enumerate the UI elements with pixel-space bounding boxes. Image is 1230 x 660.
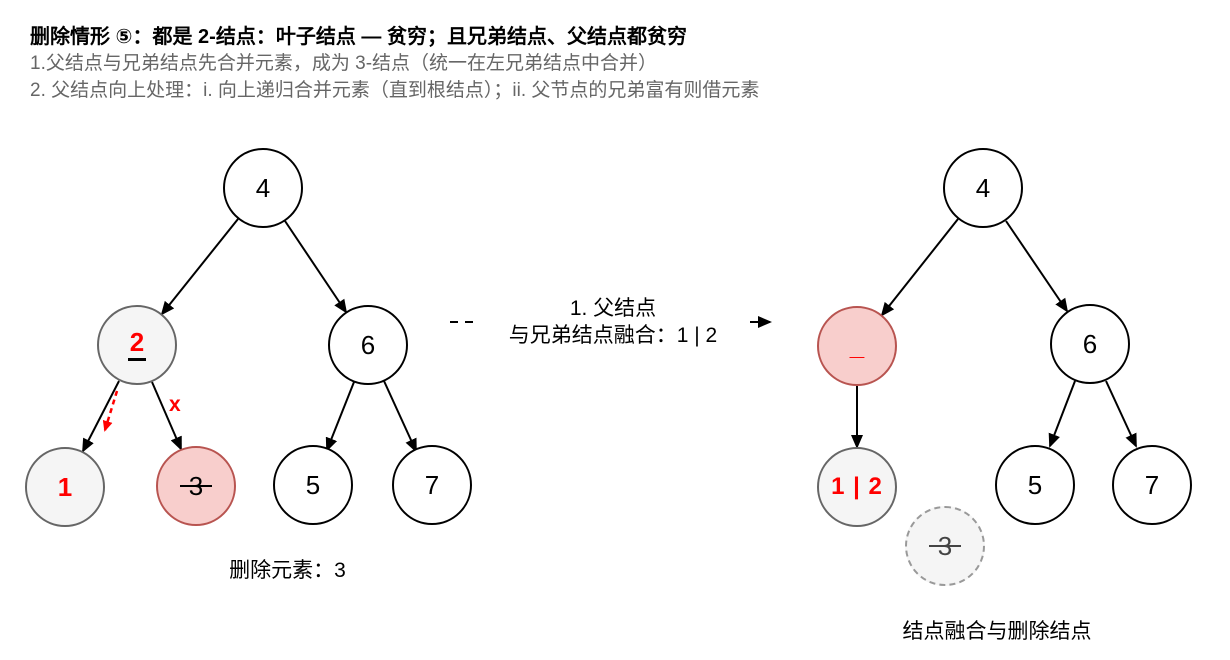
node-left-leaf-7: 7: [392, 445, 472, 525]
delete-x-mark: x: [169, 393, 181, 416]
node-right-merged-1-2: 1 | 2: [817, 447, 897, 527]
node-right-leaf-7: 7: [1112, 445, 1192, 525]
edge-left-6-7: [383, 380, 417, 453]
edge-left-6-5: [325, 381, 355, 452]
edge-right-6-5: [1048, 380, 1076, 448]
node-right-merged-1-2-label: 1 | 2: [831, 473, 883, 500]
node-left-deleted-3-label: 3: [179, 470, 214, 501]
node-right-root-4-label: 4: [975, 172, 991, 203]
node-left-leaf-5: 5: [273, 445, 353, 525]
step-1-text: 1.父结点与兄弟结点先合并元素，成为 3-结点（统一在左兄弟结点中合并）: [30, 53, 658, 74]
red-dashed-arrow: [102, 390, 119, 432]
node-right-leaf-5: 5: [995, 445, 1075, 525]
node-right-uncle-6: 6: [1050, 304, 1130, 384]
node-right-empty-parent-label: _: [849, 330, 865, 361]
transition-label-line2: 与兄弟结点融合：1 | 2: [508, 324, 718, 347]
node-left-leaf-7-label: 7: [424, 469, 440, 500]
transition-label-line1: 1. 父结点: [569, 297, 657, 320]
page-title: 删除情形 ⑤：都是 2-结点：叶子结点 — 贫穷；且兄弟结点、父结点都贫穷: [30, 26, 687, 48]
node-right-root-4: 4: [943, 148, 1023, 228]
edge-right-4-6: [1005, 220, 1069, 313]
node-right-empty-parent: _: [817, 306, 897, 386]
step-2-text: 2. 父结点向上处理：i. 向上递归合并元素（直到根结点）；ii. 父节点的兄弟…: [30, 80, 760, 101]
right-tree-caption: 结点融合与删除结点: [902, 620, 1092, 643]
node-left-root-4-label: 4: [255, 172, 271, 203]
node-right-removed-3: 3: [905, 506, 985, 586]
node-left-root-4: 4: [223, 148, 303, 228]
node-left-parent-2-label: 2: [127, 329, 147, 361]
node-right-uncle-6-label: 6: [1082, 328, 1098, 359]
node-left-uncle-6: 6: [328, 305, 408, 385]
edge-left-4-2: [160, 218, 239, 316]
node-right-leaf-5-label: 5: [1027, 469, 1043, 500]
node-right-removed-3-label: 3: [928, 530, 963, 561]
node-left-uncle-6-label: 6: [360, 329, 376, 360]
edge-right-4-parent: [880, 218, 959, 317]
edge-left-4-6: [284, 220, 348, 314]
transition-label: 1. 父结点 与兄弟结点融合：1 | 2: [477, 295, 749, 349]
node-left-deleted-3: 3: [156, 446, 236, 526]
edge-left-2-1: [82, 380, 120, 453]
node-right-leaf-7-label: 7: [1144, 469, 1160, 500]
edge-right-6-7: [1105, 380, 1137, 448]
node-left-sibling-1-label: 1: [57, 471, 73, 502]
node-left-sibling-1: 1: [25, 447, 105, 527]
node-left-parent-2: 2: [97, 305, 177, 385]
left-tree-caption: 删除元素：3: [229, 559, 346, 582]
node-left-leaf-5-label: 5: [305, 469, 321, 500]
